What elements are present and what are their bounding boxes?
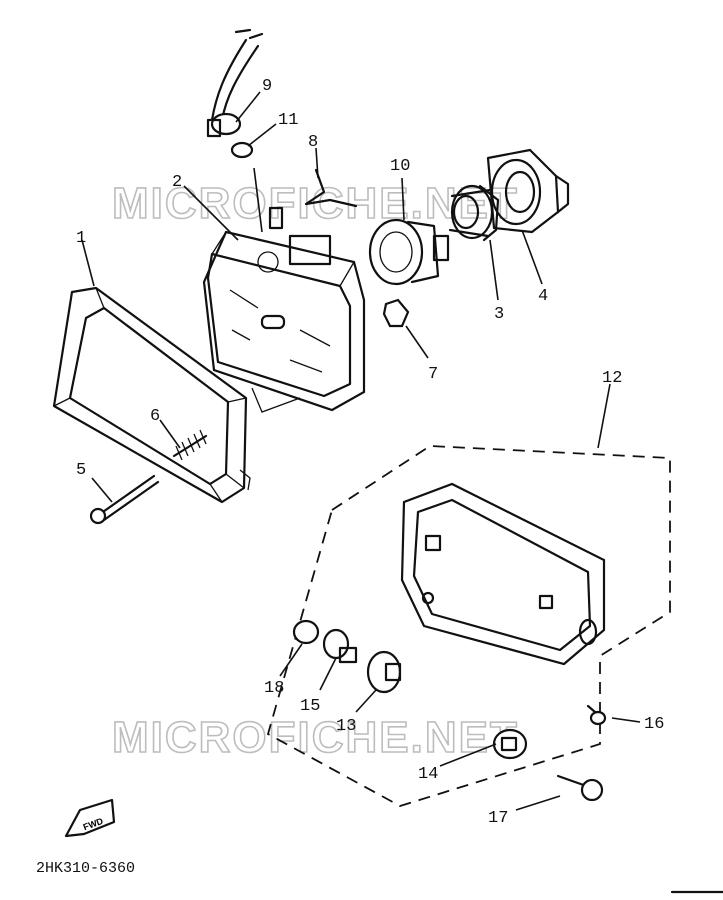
headlight-bulb: [368, 218, 450, 286]
rubber-dust-cover: [486, 148, 570, 234]
label-part-17: 17: [488, 809, 508, 828]
label-part-4: 4: [538, 287, 548, 306]
label-part-18: 18: [264, 679, 284, 698]
label-part-9: 9: [262, 77, 272, 96]
diagram-code: 2HK310-6360: [36, 860, 135, 877]
watermark-bottom: MICROFICHE.NET: [112, 713, 519, 762]
leader-lines: [81, 91, 641, 811]
adjuster-clip: [382, 298, 410, 328]
label-part-11: 11: [278, 111, 298, 130]
screw-16: [586, 704, 607, 726]
fwd-arrow-icon: FWD: [64, 798, 116, 838]
label-part-15: 15: [300, 697, 320, 716]
label-part-5: 5: [76, 461, 86, 480]
label-part-6: 6: [150, 407, 160, 426]
bolt-17: [556, 774, 604, 802]
collar-15: [322, 628, 358, 664]
pilot-lamp-bulb: [230, 141, 254, 159]
label-part-13: 13: [336, 717, 356, 736]
headlight-body-group: [266, 445, 671, 807]
label-part-10: 10: [390, 157, 410, 176]
label-part-8: 8: [308, 133, 318, 152]
adjusting-screw: [89, 474, 160, 525]
pilot-lamp-wire-harness: [206, 28, 264, 138]
headlight-rim: [52, 286, 251, 504]
grommet-13: [366, 650, 402, 694]
label-part-14: 14: [418, 765, 438, 784]
label-part-7: 7: [428, 365, 438, 384]
label-part-16: 16: [644, 715, 664, 734]
label-part-12: 12: [602, 369, 622, 388]
label-part-1: 1: [76, 229, 86, 248]
adjusting-spring: [172, 429, 208, 461]
bulb-spring-clip: [304, 168, 358, 208]
label-part-2: 2: [172, 173, 182, 192]
headlight-lens-unit: [202, 206, 366, 413]
grommet-14: [492, 728, 528, 760]
nut-18: [292, 619, 320, 645]
label-part-3: 3: [494, 305, 504, 324]
